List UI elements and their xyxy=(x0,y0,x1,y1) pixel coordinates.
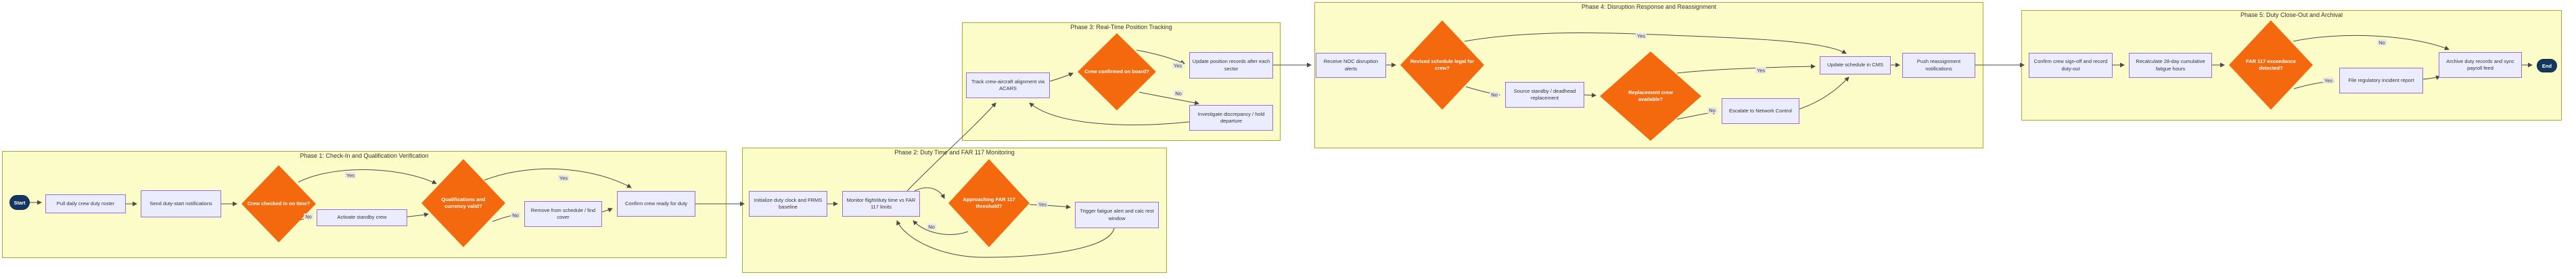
edge-label-yes: Yes xyxy=(557,175,570,181)
phase-3-title: Phase 3: Real-Time Position Tracking xyxy=(1070,24,1172,30)
node-pull-roster: Pull daily crew duty roster xyxy=(45,194,126,213)
node-track-alignment: Track crew-aircraft alignment via ACARS xyxy=(966,72,1050,98)
edge-label-yes: Yes xyxy=(2322,77,2334,84)
node-file-incident-report: File regulatory incident report xyxy=(2339,68,2423,93)
edge-label-yes: Yes xyxy=(1635,33,1647,39)
node-monitor-duty: Monitor flight/duty time vs FAR 117 limi… xyxy=(842,191,920,217)
node-trigger-fatigue-alert: Trigger fatigue alert and calc rest wind… xyxy=(1075,202,1159,228)
edge-label-yes: Yes xyxy=(344,172,356,179)
edge-label-no: No xyxy=(511,212,520,219)
node-update-schedule-cms: Update schedule in CMS xyxy=(1820,56,1891,74)
phase-5-title: Phase 5: Duty Close-Out and Archival xyxy=(2240,12,2343,18)
node-update-position: Update position records after each secto… xyxy=(1189,52,1273,79)
node-source-replacement: Source standby / deadhead replacement xyxy=(1505,82,1584,108)
phase-4-title: Phase 4: Disruption Response and Reassig… xyxy=(1581,3,1717,10)
node-investigate-discrepancy: Investigate discrepancy / hold departure xyxy=(1189,105,1273,131)
edge-label-no: No xyxy=(1490,91,1499,98)
node-remove-schedule: Remove from schedule / find cover xyxy=(524,201,602,227)
node-receive-noc-alerts: Receive NOC disruption alerts xyxy=(1316,53,1386,78)
node-activate-standby: Activate standby crew xyxy=(317,209,407,226)
node-push-notifications: Push reassignment notifications xyxy=(1902,53,1975,78)
edge-label-yes: Yes xyxy=(1036,201,1049,208)
node-confirm-ready: Confirm crew ready for duty xyxy=(617,191,695,217)
node-init-duty-clock: Initialize duty clock and FRMS baseline xyxy=(749,191,827,217)
node-send-notifications: Send duty-start notifications xyxy=(141,190,221,217)
node-start: Start xyxy=(9,195,30,210)
node-end: End xyxy=(2537,59,2557,72)
node-escalate-network-control: Escalate to Network Control xyxy=(1722,98,1799,124)
phase-1-title: Phase 1: Check-In and Qualification Veri… xyxy=(300,152,429,159)
edge-label-no: No xyxy=(927,223,936,230)
node-recalc-fatigue: Recalculate 28-day cumulative fatigue ho… xyxy=(2129,53,2212,78)
node-confirm-signoff: Confirm crew sign-off and record duty-ou… xyxy=(2029,53,2113,78)
phase-2-title: Phase 2: Duty Time and FAR 117 Monitorin… xyxy=(894,149,1015,156)
edge-label-yes: Yes xyxy=(1172,62,1184,69)
node-archive-records: Archive duty records and sync payroll fe… xyxy=(2439,52,2522,78)
edge-label-no: No xyxy=(1174,90,1183,97)
edge-label-no: No xyxy=(2377,39,2387,46)
edge-label-no: No xyxy=(1707,107,1717,114)
edge-label-no: No xyxy=(304,213,313,220)
edge-label-yes: Yes xyxy=(1755,67,1767,74)
